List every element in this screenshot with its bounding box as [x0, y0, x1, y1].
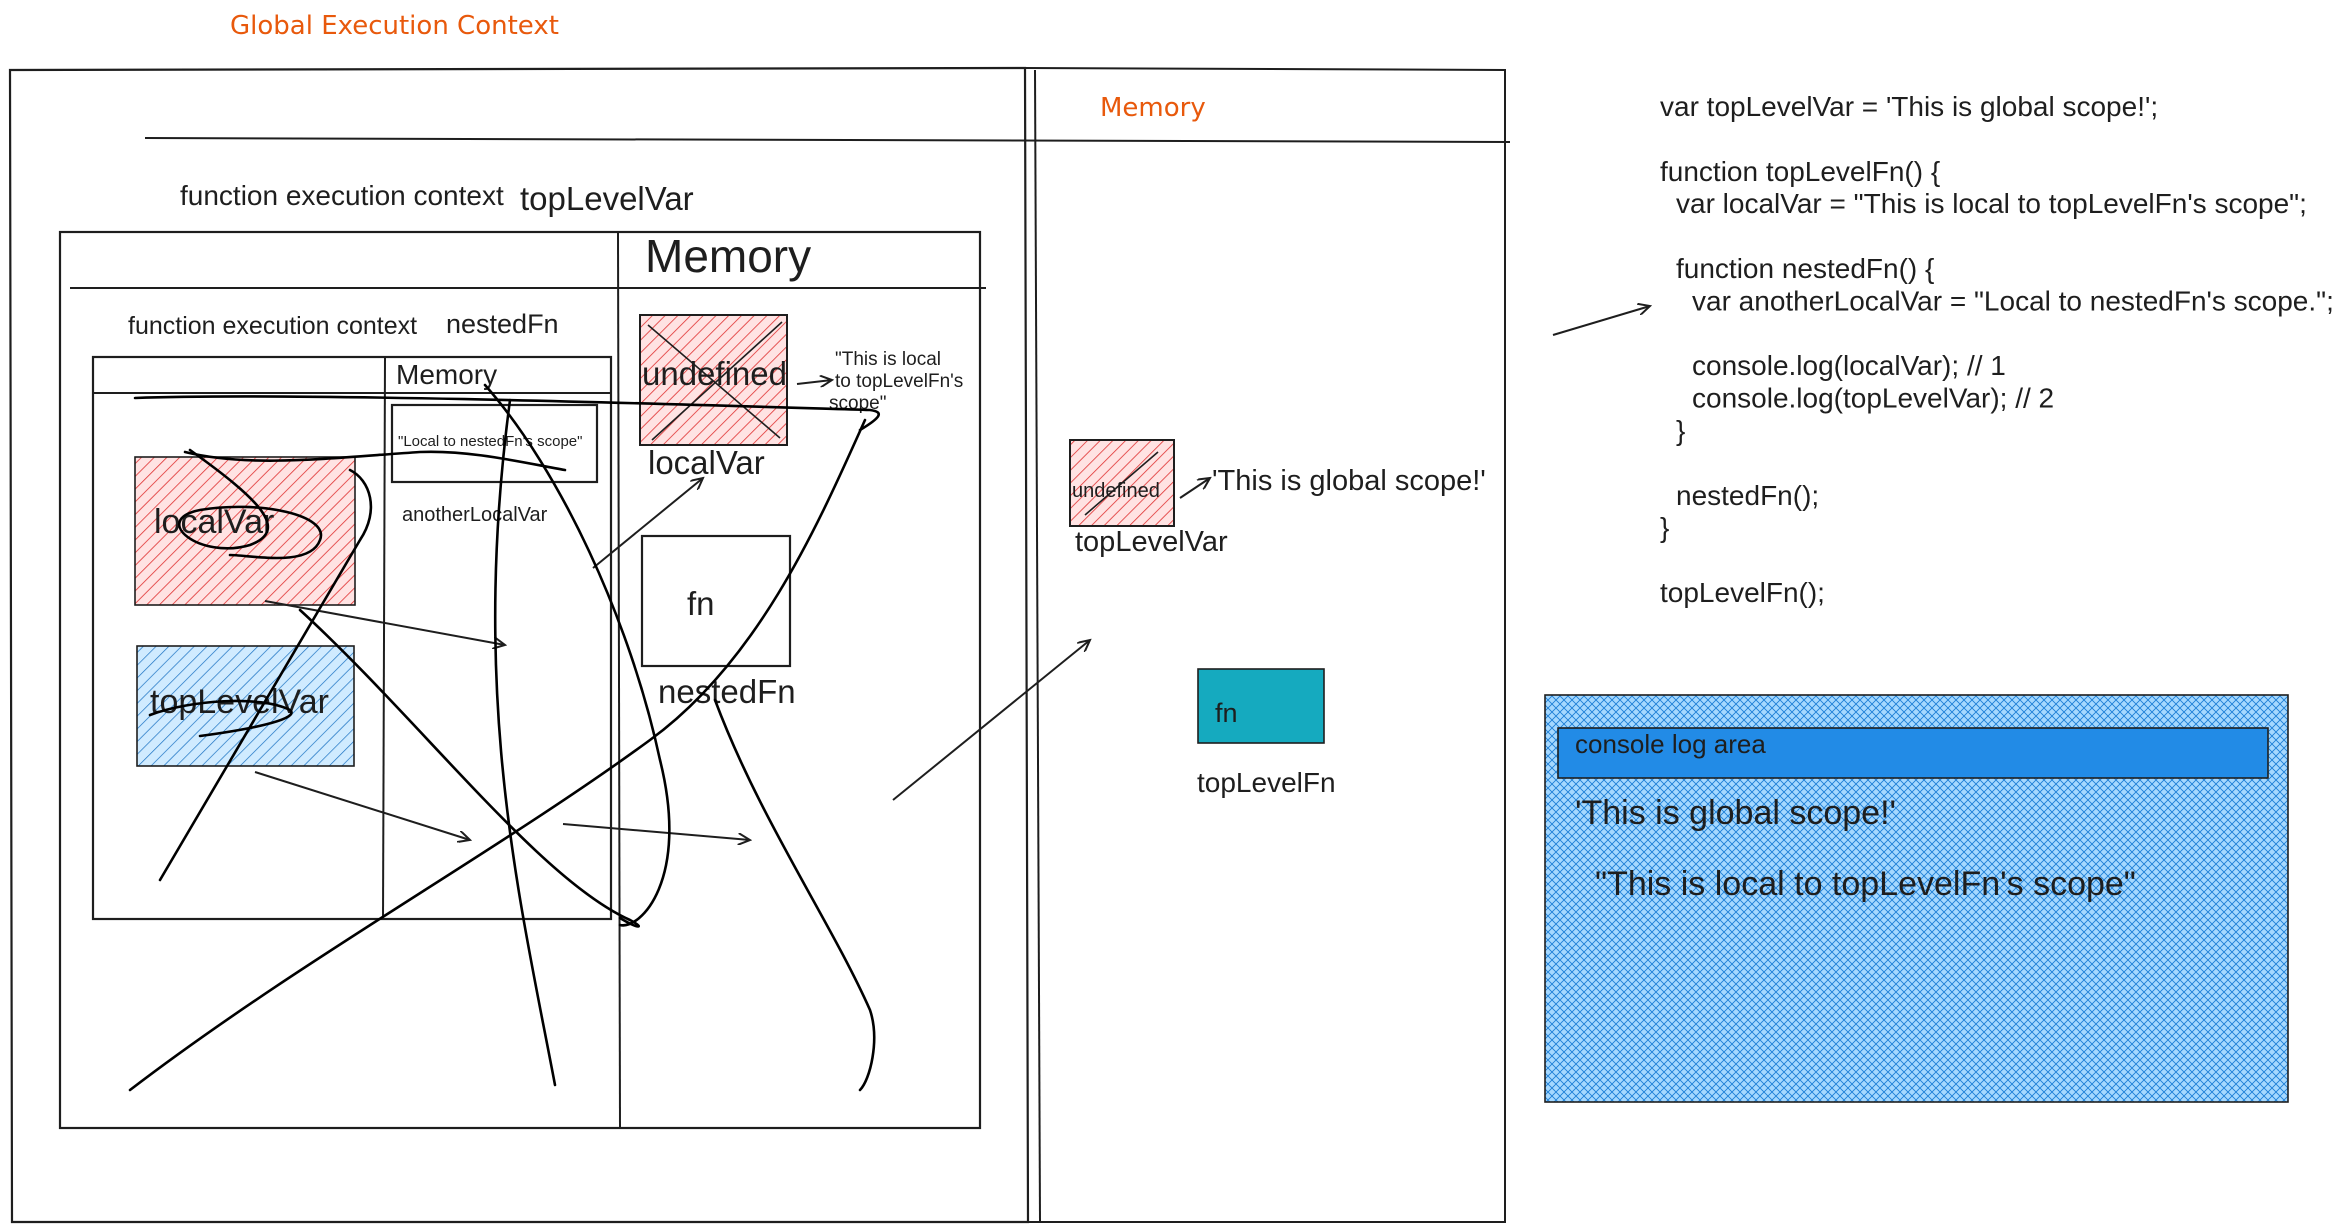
outer-nested-fn-value: fn	[687, 585, 715, 622]
global-memory-frame	[1024, 67, 1506, 1223]
inner-memory-divider	[382, 356, 386, 921]
inner-context-label: function execution context	[128, 312, 417, 340]
outer-local-var-name: localVar	[648, 444, 765, 481]
inner-another-local-var-name: anotherLocalVar	[402, 504, 548, 526]
arrow-to-global-memory	[892, 640, 1090, 801]
code-line: nestedFn();	[1676, 480, 1819, 511]
code-line: console.log(localVar); // 1	[1692, 350, 2006, 381]
global-top-level-var-value: undefined	[1072, 480, 1160, 502]
console-header	[1557, 727, 2269, 779]
global-memory-label: Memory	[1100, 93, 1206, 123]
console-line-2: "This is local to topLevelFn's scope"	[1595, 865, 2136, 903]
global-header-line	[144, 137, 1511, 143]
global-strike-line	[1084, 451, 1159, 516]
outer-context-fn-name: topLevelVar	[520, 180, 694, 217]
global-memory-divider	[1034, 69, 1041, 1223]
code-line: }	[1676, 415, 1685, 446]
inner-context-fn-name: nestedFn	[446, 309, 559, 339]
code-line: var anotherLocalVar = "Local to nestedFn…	[1692, 285, 2334, 316]
console-line-1: 'This is global scope!'	[1575, 794, 1896, 832]
code-line: topLevelFn();	[1660, 577, 1825, 608]
global-assign-arrow	[1179, 478, 1210, 499]
outer-nested-fn-slot	[640, 534, 792, 668]
inner-local-var-ref	[134, 456, 356, 606]
outer-memory-divider	[617, 231, 621, 1129]
inner-another-local-var-slot	[390, 403, 599, 484]
inner-another-local-var-value: "Local to nestedFn's scope"	[398, 433, 582, 450]
outer-context-label: function execution context	[180, 180, 504, 211]
arrow-to-outer-memory	[562, 823, 750, 840]
code-line: console.log(topLevelVar); // 2	[1692, 383, 2054, 414]
code-line: }	[1660, 512, 1669, 543]
global-top-level-var-assigned: 'This is global scope!'	[1212, 465, 1486, 497]
inner-context-frame	[91, 355, 613, 921]
global-context-frame	[8, 66, 1030, 1224]
outer-nested-fn-name: nestedFn	[658, 673, 796, 710]
outer-assign-arrow	[796, 380, 832, 384]
global-top-level-var-name: topLevelVar	[1075, 526, 1228, 558]
global-top-level-fn-slot	[1197, 668, 1325, 744]
global-context-title: Global Execution Context	[230, 11, 559, 41]
inner-top-level-var-ref	[136, 645, 355, 767]
outer-local-var-assigned: "This is local to topLevelFn's scope"	[829, 349, 969, 414]
global-top-level-fn-name: topLevelFn	[1197, 767, 1336, 798]
arrow-top-level-var-to-scope	[254, 771, 470, 840]
scribbles	[128, 383, 881, 1092]
code-block: var topLevelVar = 'This is global scope!…	[1660, 91, 2334, 608]
arrow-local-var-to-scope	[264, 600, 505, 645]
outer-cross-mark	[647, 321, 783, 441]
arrow-to-code	[1552, 306, 1650, 336]
outer-context-frame	[58, 230, 982, 1130]
global-top-level-fn-value: fn	[1215, 698, 1238, 728]
outer-local-var-value: undefined	[642, 355, 787, 392]
inner-memory-label: Memory	[396, 359, 497, 390]
arrow-to-local-var-memory	[592, 478, 703, 569]
code-line: function topLevelFn() {	[1660, 156, 1940, 187]
outer-memory-label: Memory	[645, 230, 811, 282]
code-line: var topLevelVar = 'This is global scope!…	[1660, 91, 2158, 122]
code-line: function nestedFn() {	[1676, 253, 1934, 284]
code-line: var localVar = "This is local to topLeve…	[1676, 188, 2307, 219]
console-header-label: console log area	[1575, 729, 1766, 759]
